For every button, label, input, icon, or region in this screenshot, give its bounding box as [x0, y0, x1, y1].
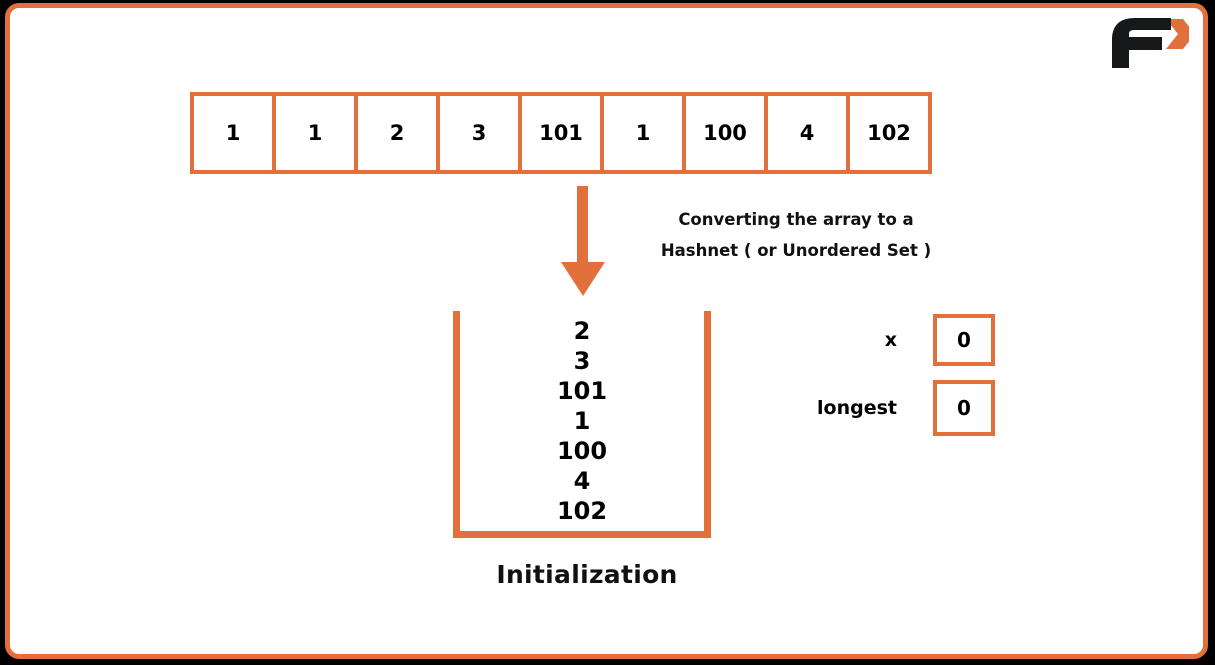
variable-longest: longest 0 — [750, 380, 995, 436]
array-cell[interactable]: 1 — [272, 92, 358, 174]
variable-longest-label: longest — [817, 397, 897, 419]
array-cell[interactable]: 3 — [436, 92, 522, 174]
array-cell[interactable]: 101 — [518, 92, 604, 174]
hashset-item[interactable]: 1 — [573, 407, 591, 435]
slide-frame: 1 1 2 3 101 1 100 4 102 Converting the a… — [5, 3, 1208, 659]
input-array: 1 1 2 3 101 1 100 4 102 — [190, 92, 932, 174]
variable-x-value[interactable]: 0 — [933, 314, 995, 366]
hashset-item[interactable]: 101 — [556, 377, 608, 405]
variable-longest-value[interactable]: 0 — [933, 380, 995, 436]
array-cell[interactable]: 1 — [600, 92, 686, 174]
hashset-container: 2 3 101 1 100 4 102 — [453, 311, 711, 538]
array-cell[interactable]: 1 — [190, 92, 276, 174]
conversion-annotation: Converting the array to a Hashnet ( or U… — [648, 204, 944, 266]
step-caption: Initialization — [496, 560, 678, 589]
down-arrow-icon — [555, 186, 611, 296]
array-cell[interactable]: 4 — [764, 92, 850, 174]
hashset-values: 2 3 101 1 100 4 102 — [453, 316, 711, 526]
array-cell[interactable]: 102 — [846, 92, 932, 174]
f-arrow-logo — [1105, 15, 1195, 71]
hashset-item[interactable]: 4 — [573, 467, 591, 495]
annotation-line-2: Hashnet ( or Unordered Set ) — [660, 241, 932, 260]
annotation-line-1: Converting the array to a — [678, 210, 914, 229]
hashset-item[interactable]: 2 — [573, 317, 591, 345]
variable-x-label: x — [884, 329, 897, 351]
hashset-bracket — [453, 311, 711, 538]
array-cell[interactable]: 100 — [682, 92, 768, 174]
hashset-item[interactable]: 3 — [573, 347, 591, 375]
hashset-item[interactable]: 102 — [556, 497, 608, 525]
variable-x: x 0 — [750, 314, 995, 366]
hashset-item[interactable]: 100 — [556, 437, 608, 465]
array-cell[interactable]: 2 — [354, 92, 440, 174]
